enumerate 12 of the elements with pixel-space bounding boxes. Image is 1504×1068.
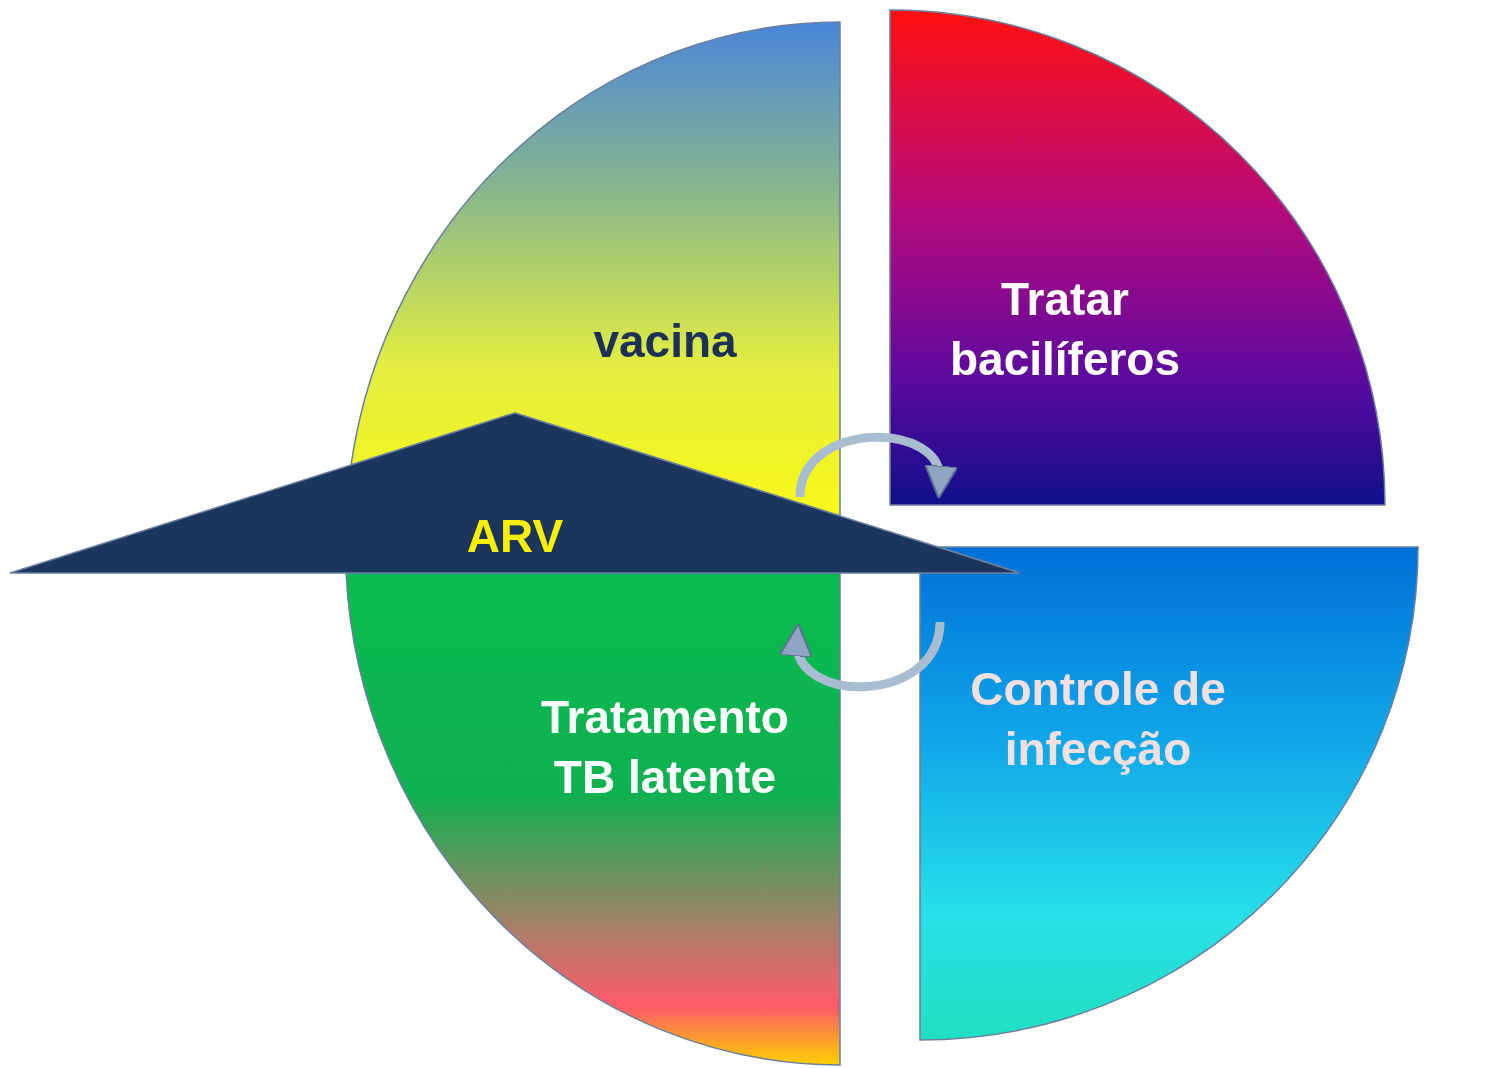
segment-label: Controle de infecção [969, 662, 1227, 777]
quarter-circle-segment [919, 546, 1419, 1041]
triangle-shape [9, 412, 1021, 574]
quarter-circle-segment [889, 9, 1386, 506]
segment-label: vacina [592, 314, 738, 370]
segment-label: Tratar bacilíferos [948, 272, 1182, 387]
segment-label: Tratamento TB latente [540, 690, 790, 805]
quarter-circle-segment [350, 21, 841, 517]
curved-arrow [795, 432, 956, 500]
curved-arrow [781, 621, 945, 691]
quarter-circle-segment [345, 572, 841, 1066]
segment-label: ARV [465, 509, 565, 565]
